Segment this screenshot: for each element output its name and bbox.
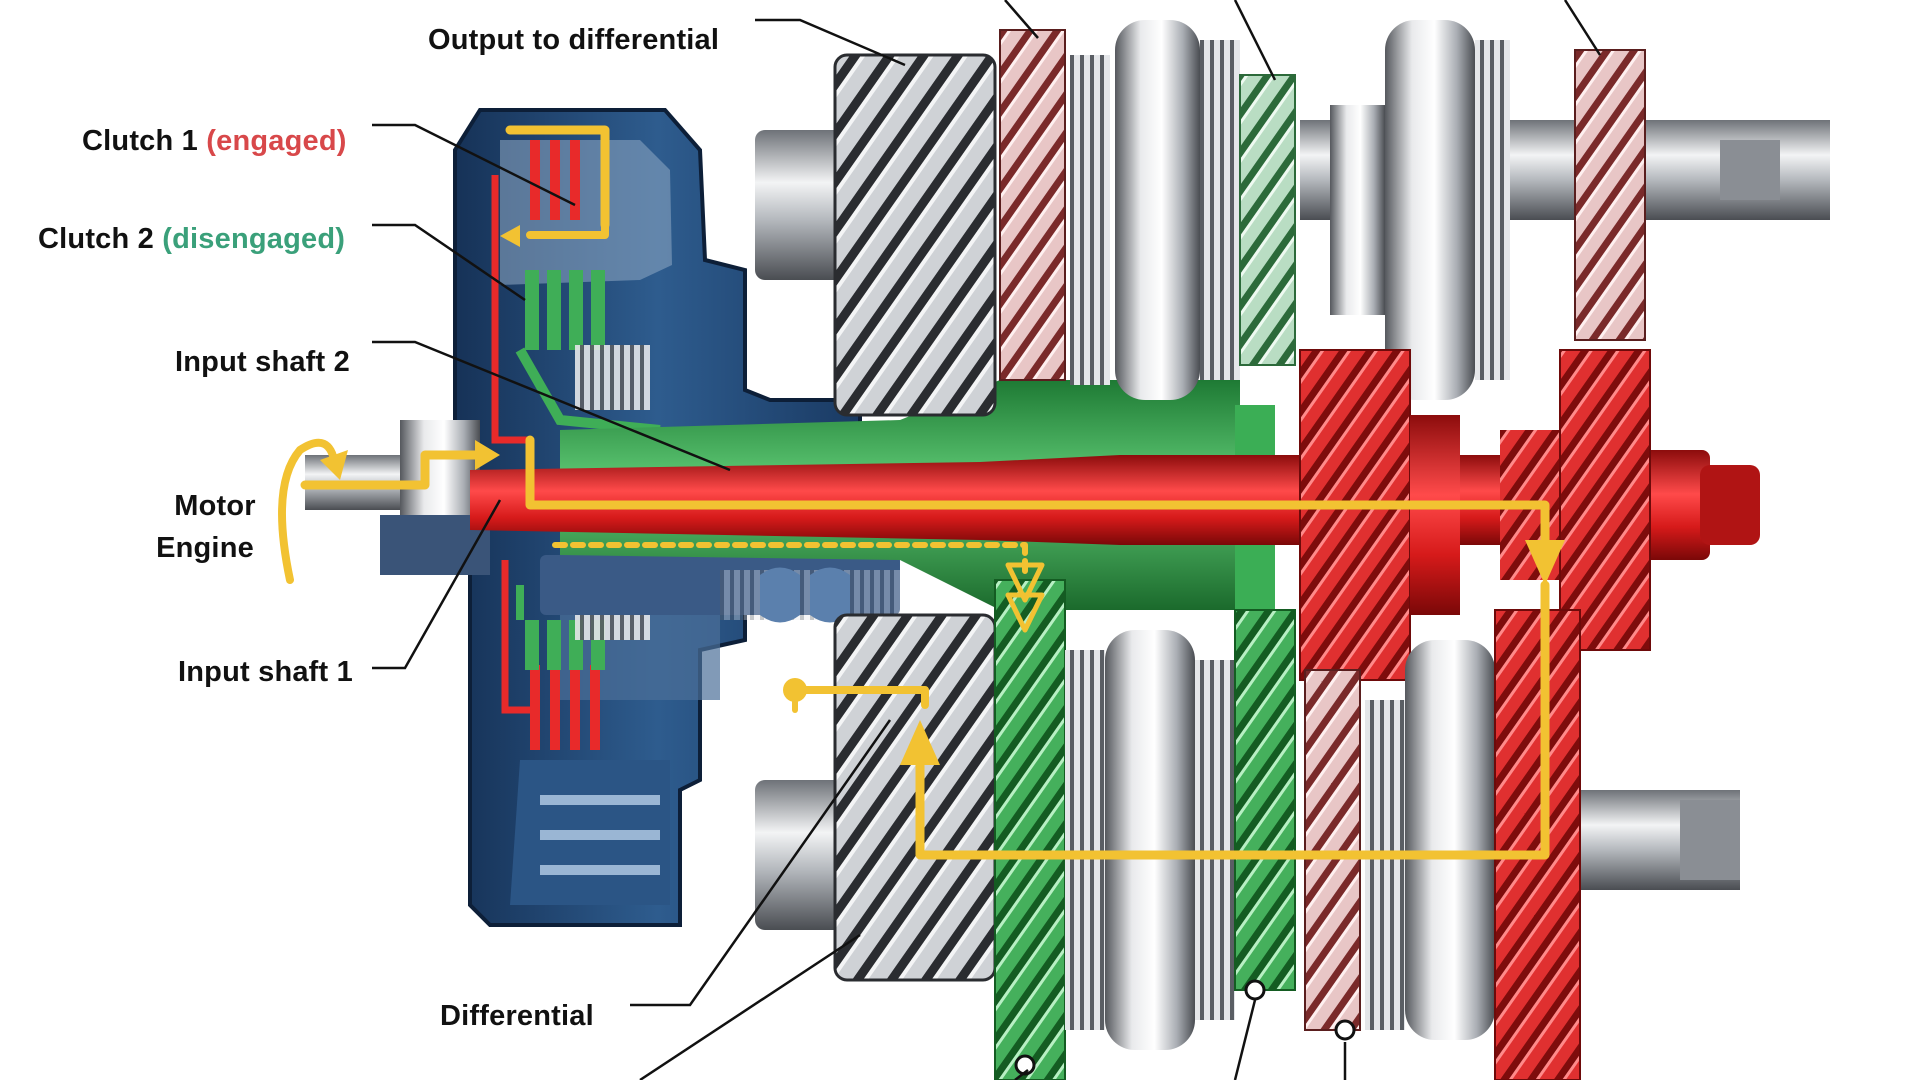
label-motor: Motor	[174, 490, 256, 522]
label-input-shaft-1: Input shaft 1	[178, 656, 353, 688]
motor-input-shaft	[305, 420, 490, 575]
label-input-shaft-2: Input shaft 2	[175, 346, 350, 378]
clutch-1-plates	[491, 140, 600, 750]
label-clutch-2-name: Clutch 2	[38, 223, 154, 255]
upper-gear-stack	[999, 20, 1646, 400]
lower-gear-stack	[994, 579, 1581, 1081]
power-flow	[278, 125, 1565, 860]
label-differential: Differential	[440, 1000, 594, 1032]
label-clutch-1: Clutch 1 (engaged)	[82, 127, 347, 156]
label-output-to-differential: Output to differential	[428, 24, 720, 56]
lower-layshaft	[755, 780, 1740, 930]
label-clutch-2: Clutch 2 (disengaged)	[38, 225, 345, 254]
label-clutch-1-state: (engaged)	[206, 125, 347, 157]
output-gear-lower	[833, 613, 997, 982]
label-clutch-2-state: (disengaged)	[162, 223, 346, 255]
label-clutch-1-name: Clutch 1	[82, 125, 198, 157]
output-gear-upper	[833, 53, 997, 417]
leader-lines	[372, 0, 1602, 1082]
label-engine: Engine	[156, 532, 254, 564]
input-shaft-1	[540, 555, 900, 623]
